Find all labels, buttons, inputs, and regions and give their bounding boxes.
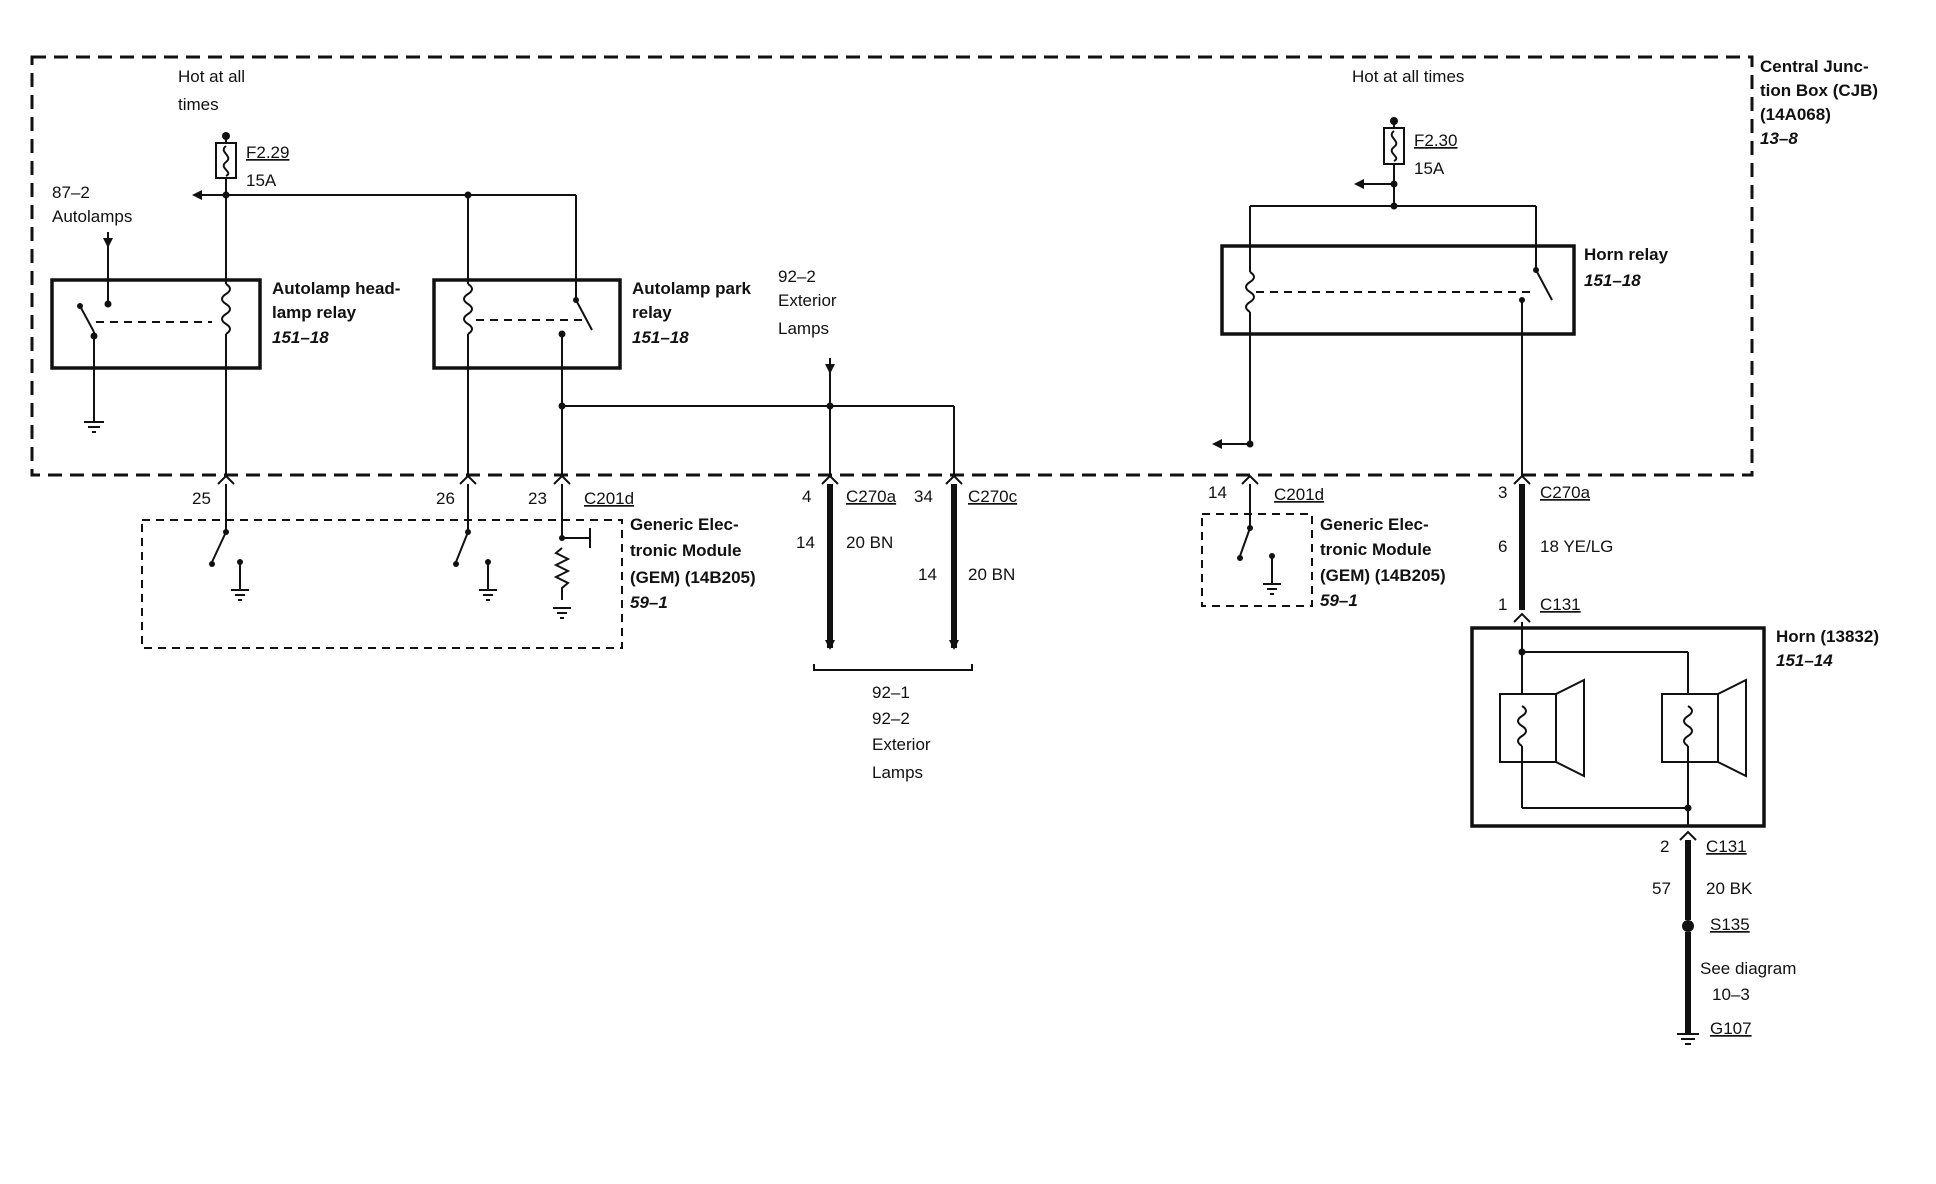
- horn-label: Horn (13832): [1776, 627, 1879, 646]
- headlamp-relay-label: Autolamp head-: [272, 279, 400, 298]
- see-diagram-note: 10–3: [1712, 985, 1750, 1004]
- horn-component: [1470, 626, 1766, 828]
- horn-relay-ref: 151–18: [1584, 271, 1641, 290]
- connector-id: C131: [1540, 595, 1581, 614]
- connector-id: C270c: [968, 487, 1018, 506]
- cjb-label: tion Box (CJB): [1760, 81, 1878, 100]
- exterior-lamps-ref: Lamps: [778, 319, 829, 338]
- horn-relay-label: Horn relay: [1584, 245, 1669, 264]
- fuse-id: F2.30: [1414, 131, 1457, 150]
- connector-id: C270a: [1540, 483, 1591, 502]
- circuit-number: 14: [918, 565, 937, 584]
- autolamps-ref: 87–2: [52, 183, 90, 202]
- ground-icon: [1263, 583, 1281, 595]
- ground-icon: [231, 589, 249, 601]
- horn-ref: 151–14: [1776, 651, 1833, 670]
- horn-relay: [1220, 244, 1576, 336]
- hot-at-all-times-label: times: [178, 95, 219, 114]
- fuse-id: F2.29: [246, 143, 289, 162]
- pin-number: 2: [1660, 837, 1669, 856]
- circuit-number: 57: [1652, 879, 1671, 898]
- gem-left-label: Generic Elec-: [630, 515, 739, 534]
- pin-number: 26: [436, 489, 455, 508]
- pin-number: 25: [192, 489, 211, 508]
- connector-id: C201d: [1274, 485, 1324, 504]
- horn-speaker-icon: [1661, 693, 1719, 763]
- splice-dot: [1682, 920, 1694, 932]
- gem-right-label: tronic Module: [1320, 540, 1431, 559]
- exterior-lamps-dest: Exterior: [872, 735, 931, 754]
- exterior-lamps-ref: 92–2: [778, 267, 816, 286]
- fuse-icon: [215, 142, 237, 179]
- gem-right-label: Generic Elec-: [1320, 515, 1429, 534]
- hot-at-all-times-label: Hot at all: [178, 67, 245, 86]
- gem-left-label: (GEM) (14B205): [630, 568, 756, 587]
- see-diagram-note: See diagram: [1700, 959, 1796, 978]
- splice-id: S135: [1710, 915, 1750, 934]
- exterior-lamps-dest: Lamps: [872, 763, 923, 782]
- relay-coil-icon: [221, 283, 231, 335]
- connector-id: C270a: [846, 487, 897, 506]
- cjb-label: Central Junc-: [1760, 57, 1869, 76]
- exterior-lamps-ref: Exterior: [778, 291, 837, 310]
- wire-spec: 20 BN: [846, 533, 893, 552]
- bracket: [813, 664, 973, 671]
- cjb-outline: [30, 55, 1754, 477]
- ground-id: G107: [1710, 1019, 1752, 1038]
- gem-right-ref: 59–1: [1320, 591, 1358, 610]
- connector-id: C201d: [584, 489, 634, 508]
- park-relay-label: Autolamp park: [632, 279, 752, 298]
- park-relay-ref: 151–18: [632, 328, 689, 347]
- fuse-rating: 15A: [1414, 159, 1445, 178]
- pin-number: 4: [802, 487, 811, 506]
- pin-number: 1: [1498, 595, 1507, 614]
- ground-icon: [1677, 1033, 1699, 1045]
- autolamps-ref: Autolamps: [52, 207, 132, 226]
- relay-coil-icon: [1245, 271, 1255, 313]
- pin-number: 3: [1498, 483, 1507, 502]
- wire-spec: 20 BN: [968, 565, 1015, 584]
- resistor-icon: [553, 547, 571, 600]
- hot-at-all-times-label: Hot at all times: [1352, 67, 1464, 86]
- park-relay-label: relay: [632, 303, 672, 322]
- cjb-ref: 13–8: [1760, 129, 1798, 148]
- headlamp-relay-ref: 151–18: [272, 328, 329, 347]
- gem-left-ref: 59–1: [630, 593, 668, 612]
- pin-number: 34: [914, 487, 933, 506]
- wire-spec: 18 YE/LG: [1540, 537, 1613, 556]
- headlamp-relay-label: lamp relay: [272, 303, 357, 322]
- gem-module-right: [1201, 513, 1313, 607]
- gem-module-left: [141, 519, 623, 649]
- connector-id: C131: [1706, 837, 1747, 856]
- exterior-lamps-dest: 92–1: [872, 683, 910, 702]
- pin-number: 14: [1208, 483, 1227, 502]
- circuit-number: 14: [796, 533, 815, 552]
- ground-icon: [84, 421, 104, 433]
- cjb-label: (14A068): [1760, 105, 1831, 124]
- gem-right-label: (GEM) (14B205): [1320, 566, 1446, 585]
- ground-icon: [479, 589, 497, 601]
- gem-left-label: tronic Module: [630, 541, 741, 560]
- exterior-lamps-dest: 92–2: [872, 709, 910, 728]
- relay-coil-icon: [463, 283, 473, 335]
- autolamp-headlamp-relay: [50, 278, 262, 370]
- horn-speaker-icon: [1499, 693, 1557, 763]
- fuse-rating: 15A: [246, 171, 277, 190]
- wire-spec: 20 BK: [1706, 879, 1753, 898]
- circuit-number: 6: [1498, 537, 1507, 556]
- autolamp-park-relay: [432, 278, 622, 370]
- pin-number: 23: [528, 489, 547, 508]
- ground-icon: [553, 607, 571, 619]
